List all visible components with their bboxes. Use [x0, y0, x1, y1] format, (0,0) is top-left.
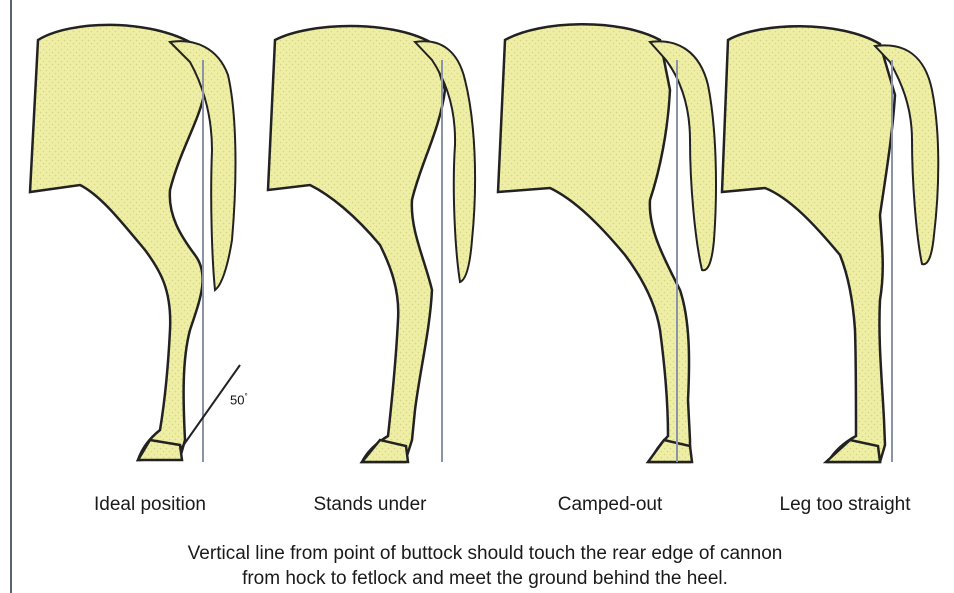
caption-line-2: from hock to fetlock and meet the ground…: [60, 565, 910, 593]
hindquarter-body: [722, 26, 895, 462]
hindquarter-body: [30, 25, 205, 460]
panel-leg-too-straight: [722, 26, 938, 462]
label-ideal-position: Ideal position: [60, 494, 240, 516]
angle-label: 50°: [230, 392, 248, 407]
angle-value: 50: [230, 392, 244, 407]
panel-stands-under: [268, 26, 475, 462]
hindleg-illustrations: [0, 0, 954, 480]
label-camped-out: Camped-out: [520, 494, 700, 516]
hindquarter-body: [268, 26, 445, 462]
pastern-angle-line: [180, 365, 240, 450]
angle-unit: °: [244, 392, 247, 401]
hindquarter-body: [498, 24, 690, 462]
label-stands-under: Stands under: [280, 494, 460, 516]
panel-ideal-position: [30, 25, 240, 462]
panel-camped-out: [498, 24, 716, 462]
label-leg-too-straight: Leg too straight: [750, 494, 940, 516]
hoof: [138, 440, 182, 460]
caption-line-1: Vertical line from point of buttock shou…: [60, 540, 910, 568]
